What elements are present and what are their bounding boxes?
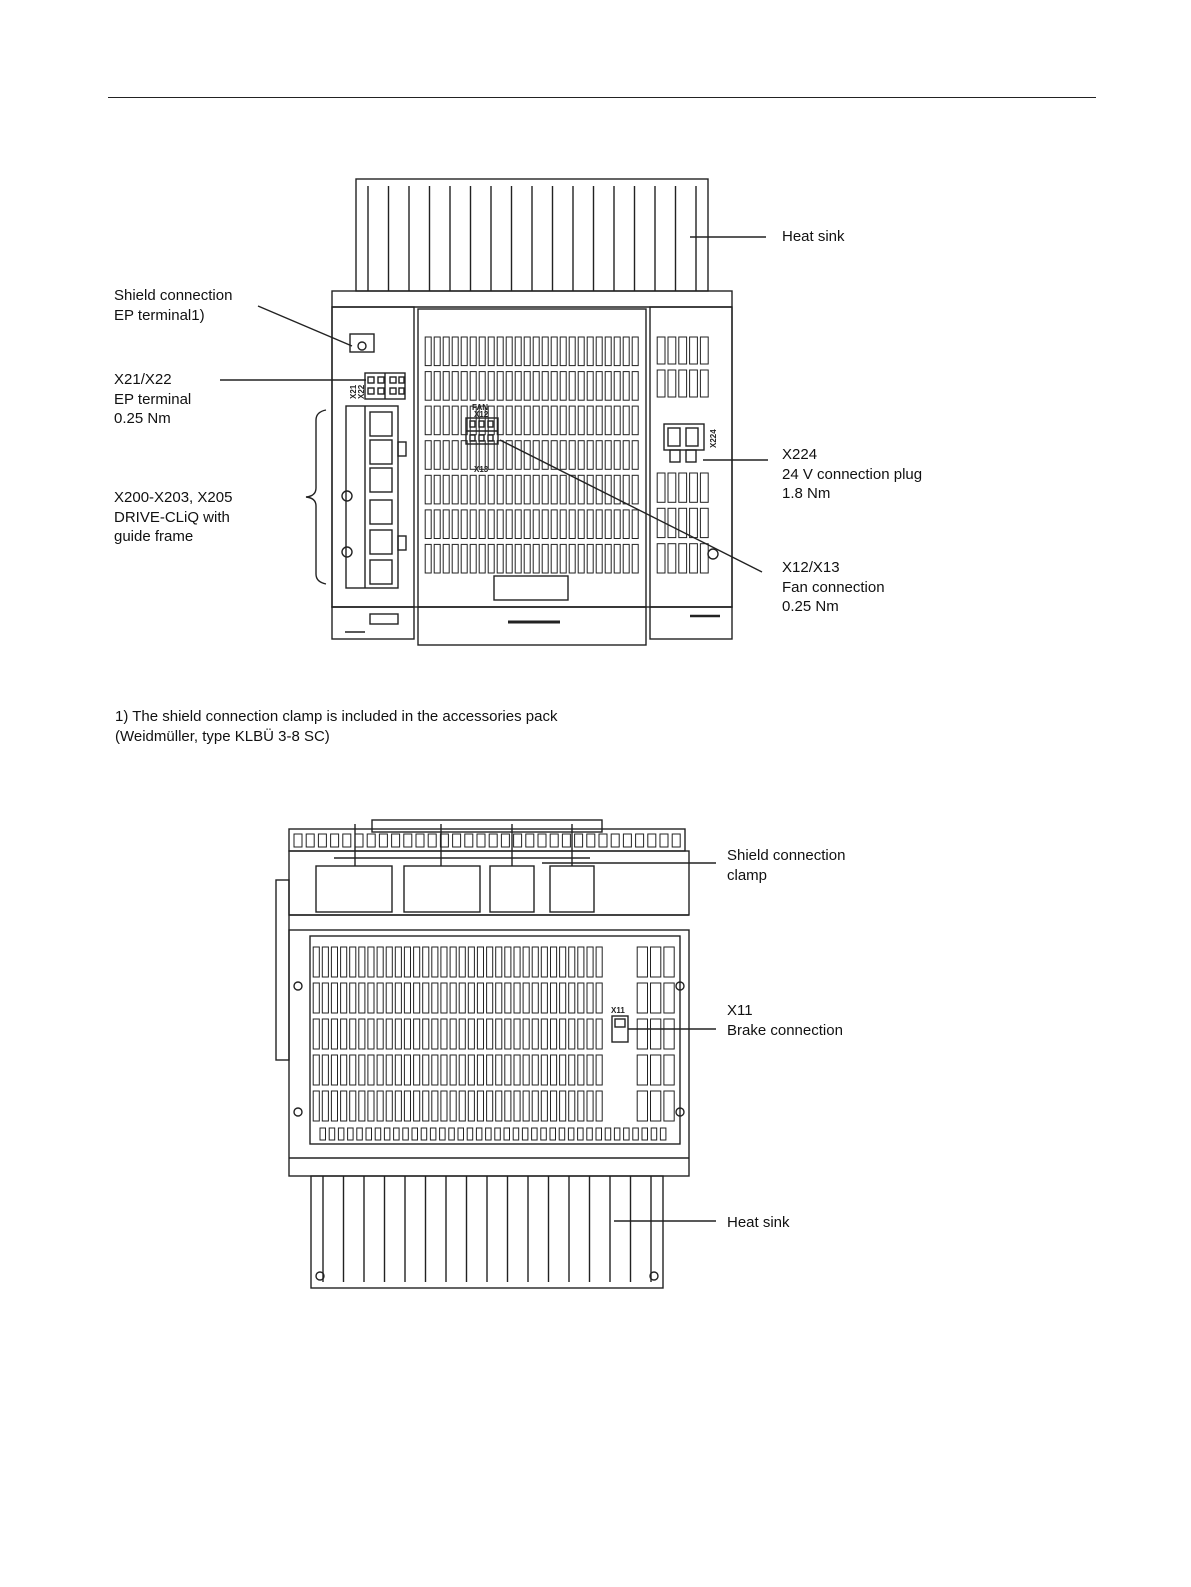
label-x11: X11 Brake connection — [727, 1002, 843, 1039]
top-view-module — [220, 178, 768, 646]
label-x224: X224 24 V connection plug 1.8 Nm — [782, 446, 923, 502]
bottom-view-module — [275, 819, 716, 1289]
label-x21-x22: X21/X22 EP terminal 0.25 Nm — [114, 371, 192, 427]
label-shield-clamp: Shield connection clamp — [727, 847, 846, 884]
footnote: 1) The shield connection clamp is includ… — [115, 708, 558, 745]
marking-x21: X21 — [349, 384, 358, 399]
label-heat-sink-bottom: Heat sink — [727, 1214, 790, 1231]
marking-x13: X13 — [474, 465, 489, 474]
label-drive-cliq: X200-X203, X205 DRIVE-CLiQ with guide fr… — [114, 489, 233, 545]
top-leader-lines — [220, 236, 768, 573]
marking-x22: X22 — [357, 384, 366, 399]
header-rule — [108, 97, 1096, 98]
label-shield-connection: Shield connection EP terminal1) — [114, 287, 233, 324]
label-heat-sink-top: Heat sink — [782, 228, 845, 245]
label-x12-x13: X12/X13 Fan connection 0.25 Nm — [782, 559, 885, 615]
marking-x224: X224 — [709, 429, 718, 448]
bottom-leader-lines — [542, 862, 716, 1222]
marking-fan: FAN — [472, 403, 488, 412]
marking-x11: X11 — [611, 1006, 625, 1015]
marking-x12: X12 — [474, 410, 489, 419]
